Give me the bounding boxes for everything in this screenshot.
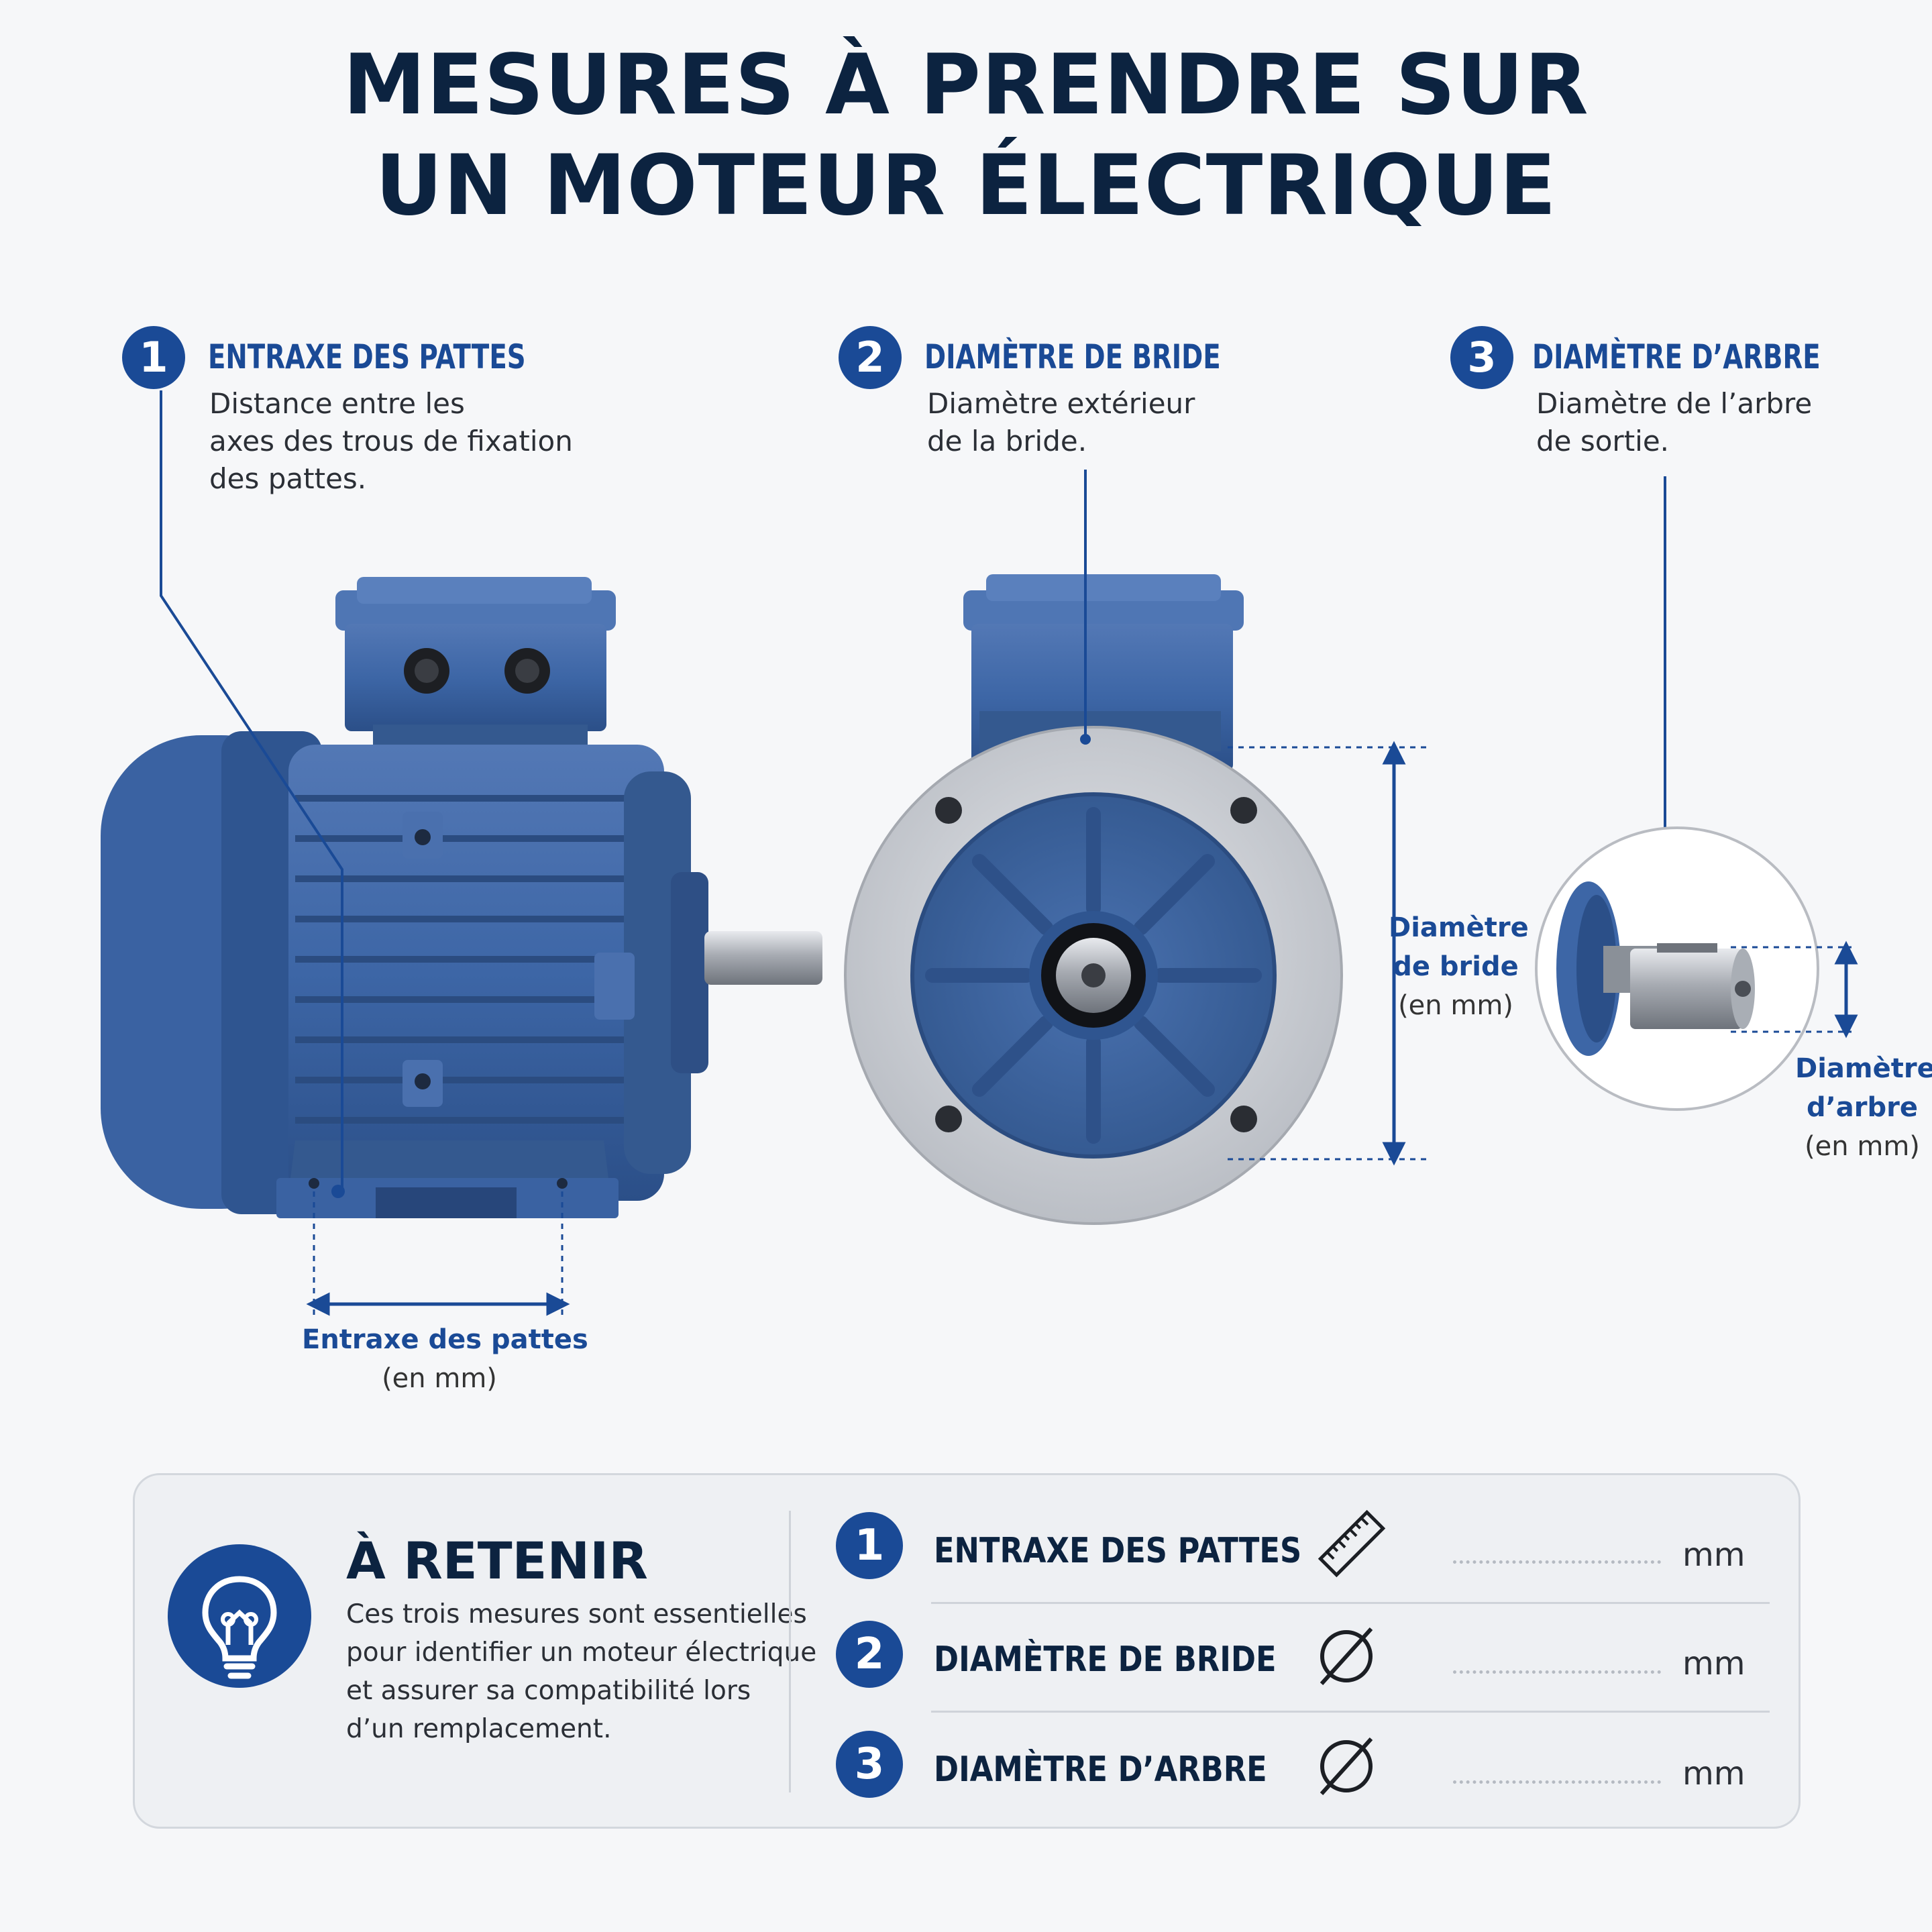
flange-measure-label: Diamètre de bride (en mm) bbox=[1389, 912, 1529, 1021]
flange-dimension bbox=[1228, 741, 1429, 1166]
summary-row-2-unit: mm bbox=[1682, 1645, 1746, 1682]
shaft-zoom bbox=[1535, 826, 1819, 1111]
motor-front-view bbox=[844, 574, 1343, 1225]
row-separator bbox=[931, 1602, 1770, 1604]
callout-1-leader-line bbox=[160, 390, 343, 1191]
summary-row-3-unit: mm bbox=[1682, 1755, 1746, 1792]
callout-2-description: Diamètre extérieur de la bride. bbox=[927, 387, 1195, 458]
retenir-title: À RETENIR bbox=[346, 1531, 648, 1591]
summary-row-1-unit: mm bbox=[1682, 1536, 1746, 1574]
diameter-icon bbox=[1316, 1626, 1377, 1690]
callout-2-heading: DIAMÈTRE DE BRIDE bbox=[924, 337, 1221, 376]
callout-1-heading: ENTRAXE DES PATTES bbox=[208, 337, 526, 376]
summary-row-1-blank bbox=[1453, 1560, 1661, 1564]
callout-1-description: Distance entre les axes des trous de fix… bbox=[209, 387, 573, 495]
motor-side-view bbox=[101, 577, 822, 1218]
diameter-icon bbox=[1316, 1736, 1377, 1800]
shaft-measure-label: Diamètre d’arbre (en mm) bbox=[1795, 1053, 1932, 1162]
summary-row-1-label: ENTRAXE DES PATTES bbox=[934, 1531, 1302, 1571]
summary-row-2-number: 2 bbox=[836, 1621, 903, 1688]
callout-3-heading: DIAMÈTRE D’ARBRE bbox=[1532, 337, 1821, 376]
feet-dimension bbox=[306, 1191, 570, 1319]
retenir-text: Ces trois mesures sont essentielles pour… bbox=[346, 1599, 817, 1744]
row-separator bbox=[931, 1711, 1770, 1713]
summary-row-3-number: 3 bbox=[836, 1731, 903, 1798]
callout-2-number: 2 bbox=[839, 326, 902, 389]
summary-row-3-blank bbox=[1453, 1780, 1661, 1784]
callout-3-number: 3 bbox=[1450, 326, 1513, 389]
shaft-dimension bbox=[1731, 941, 1858, 1038]
summary-row-2-blank bbox=[1453, 1670, 1661, 1674]
panel-divider bbox=[789, 1511, 791, 1792]
summary-panel bbox=[133, 1473, 1801, 1829]
callout-1-number: 1 bbox=[122, 326, 185, 389]
motor-diagram bbox=[101, 390, 1858, 1319]
summary-row-2-label: DIAMÈTRE DE BRIDE bbox=[934, 1640, 1277, 1680]
ruler-icon bbox=[1315, 1507, 1389, 1584]
summary-row-1-number: 1 bbox=[836, 1512, 903, 1579]
callout-3-description: Diamètre de l’arbre de sortie. bbox=[1536, 387, 1813, 458]
lightbulb-icon bbox=[168, 1544, 311, 1688]
feet-measure-label: Entraxe des pattes (en mm) bbox=[302, 1324, 588, 1394]
page-title: MESURES À PRENDRE SUR UN MOTEUR ÉLECTRIQ… bbox=[343, 37, 1589, 234]
summary-row-3-label: DIAMÈTRE D’ARBRE bbox=[934, 1750, 1267, 1790]
